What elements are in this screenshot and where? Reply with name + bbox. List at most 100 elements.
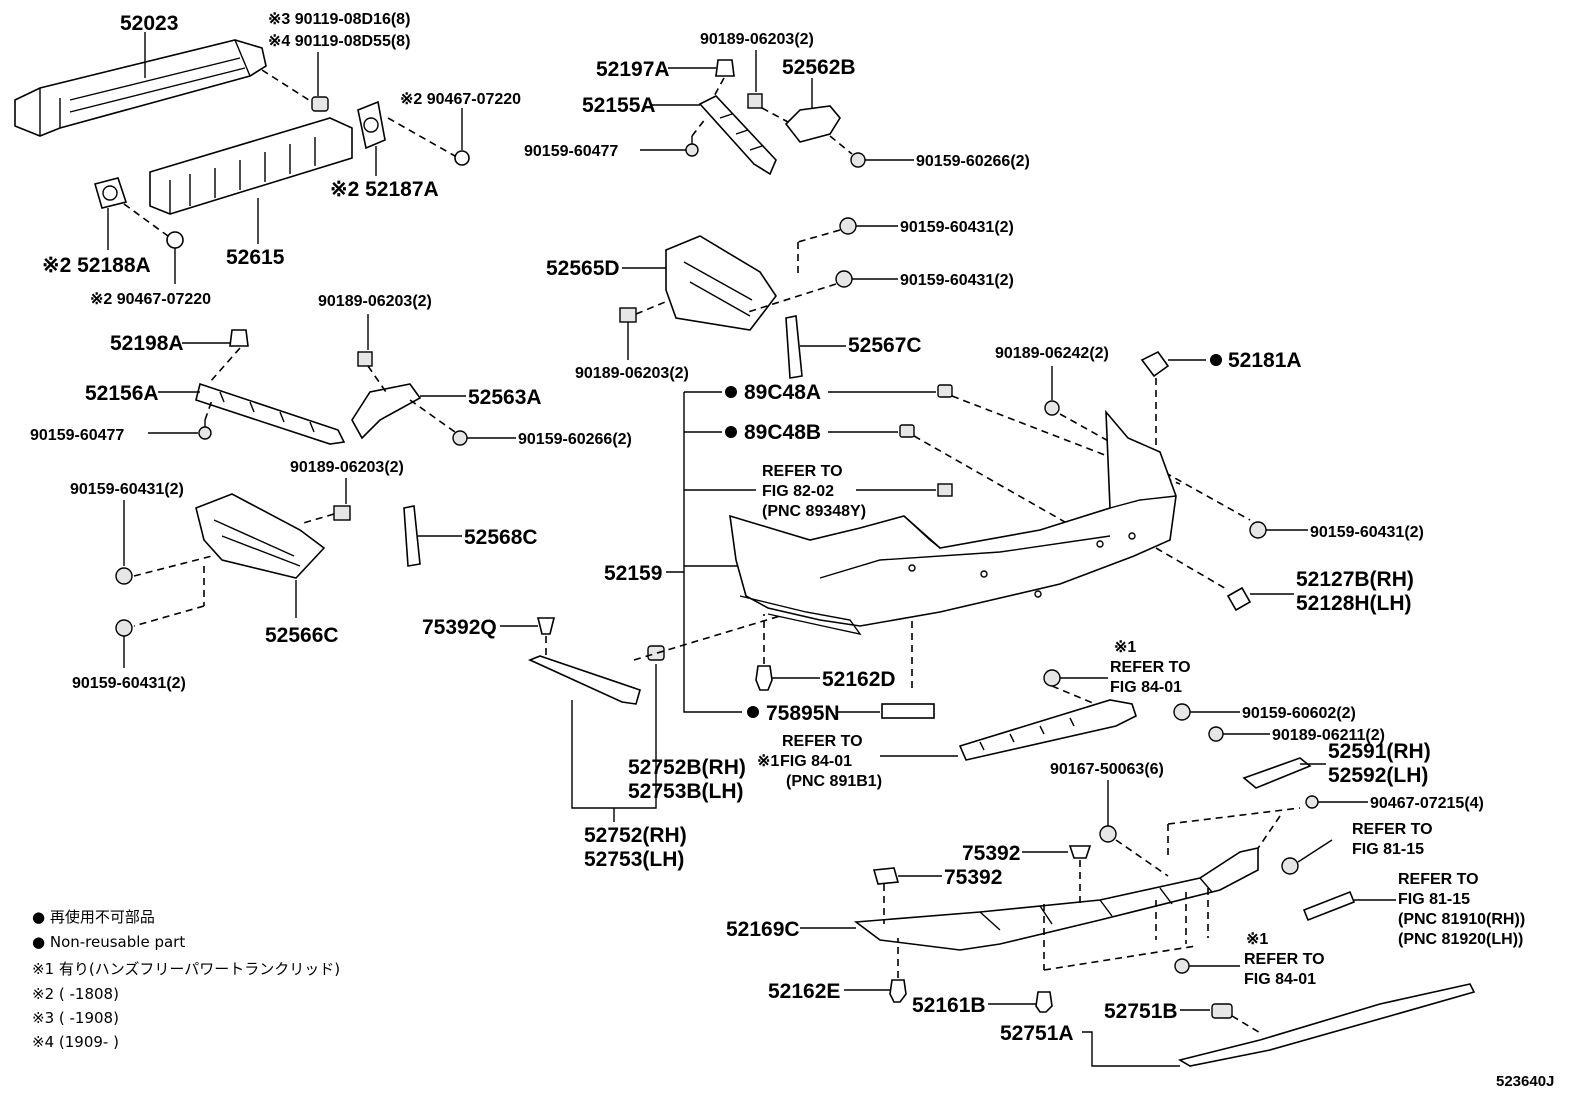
- absorber-52615[interactable]: [149, 117, 353, 215]
- clip-90467-07220-bot[interactable]: [166, 231, 184, 249]
- sensor-84-01[interactable]: [1043, 669, 1061, 687]
- clip-90189-06242[interactable]: [1044, 400, 1060, 416]
- label-90159-60477-left: 90159-60477: [30, 427, 124, 444]
- clip-90189-06203-left[interactable]: [357, 351, 373, 367]
- clip-90189-06203-left2[interactable]: [333, 505, 351, 521]
- label-90159-60602: 90159-60602(2): [1242, 705, 1356, 722]
- label-52128H: 52128H(LH): [1296, 592, 1412, 615]
- label-90189-06211: 90189-06211(2): [1272, 727, 1385, 744]
- label-refer-891B1-line2: FIG 84-01: [780, 753, 852, 770]
- lower-cover-52169C[interactable]: [853, 847, 1259, 951]
- clip-90189-06203-center[interactable]: [619, 307, 637, 323]
- label-refer-81-15-b-line1: REFER TO: [1398, 871, 1479, 888]
- bracket-52591-52592[interactable]: [1242, 757, 1312, 789]
- pad-52752B[interactable]: [647, 645, 665, 661]
- label-refer-891B1-line3: (PNC 891B1): [786, 773, 882, 790]
- clip-89C48A[interactable]: [937, 384, 953, 398]
- sensor-84-01-lower[interactable]: [1174, 958, 1190, 974]
- label-90159-60266-left: 90159-60266(2): [518, 431, 632, 448]
- label-refer-84-01-c-line2: FIG 84-01: [1244, 971, 1316, 988]
- label-90467-07215: 90467-07215(4): [1370, 795, 1484, 812]
- label-52567C: 52567C: [848, 334, 922, 357]
- label-52615: 52615: [226, 246, 285, 269]
- screw-90159-60431-left1[interactable]: [115, 567, 133, 585]
- label-refer-891B1-line1: REFER TO: [782, 733, 863, 750]
- clip-90467-07215[interactable]: [1305, 795, 1319, 809]
- reflector-81910[interactable]: [1302, 890, 1356, 922]
- label-90189-06203-left2: 90189-06203(2): [290, 459, 404, 476]
- bracket-52188A[interactable]: [94, 177, 128, 209]
- label-refer-81-15-a-line1: REFER TO: [1352, 821, 1433, 838]
- sensor-89348Y[interactable]: [937, 483, 953, 497]
- clip-52162D[interactable]: [755, 665, 773, 691]
- label-refer-82-02-line2: FIG 82-02: [762, 483, 834, 500]
- label-52591: 52591(RH): [1328, 740, 1431, 763]
- bracket-52566C[interactable]: [195, 493, 326, 579]
- label-90159-60431-center1: 90159-60431(2): [900, 219, 1014, 236]
- clip-52197A[interactable]: [715, 59, 735, 77]
- clip-75392Q[interactable]: [536, 617, 556, 635]
- label-52562B: 52562B: [782, 56, 856, 79]
- label-52566C: 52566C: [265, 624, 339, 647]
- screw-90159-60431-left2[interactable]: [115, 619, 133, 637]
- label-89C48A: 89C48A: [744, 381, 821, 404]
- screw-90159-60477-left[interactable]: [198, 420, 212, 440]
- bracket-52563A[interactable]: [351, 383, 422, 440]
- bracket-52565D[interactable]: [665, 235, 777, 331]
- sensor-81-15[interactable]: [1281, 857, 1299, 875]
- bumper-cover-52159[interactable]: [729, 409, 1177, 636]
- clip-52198A[interactable]: [229, 329, 249, 347]
- label-52751B: 52751B: [1104, 1000, 1178, 1023]
- clip-90189-06211[interactable]: [1208, 726, 1224, 742]
- retainer-52155A[interactable]: [698, 95, 777, 176]
- label-52159: 52159: [604, 562, 662, 585]
- plate-75895N[interactable]: [881, 703, 935, 719]
- label-52023: 52023: [120, 12, 178, 35]
- label-75895N: 75895N: [766, 702, 840, 725]
- label-52753B: 52753B(LH): [628, 780, 744, 803]
- screw-90167-50063[interactable]: [1099, 825, 1117, 843]
- retainer-52156A[interactable]: [195, 382, 346, 445]
- non-reusable-mark-89C48B: [725, 426, 737, 438]
- screw-90159-60431-center2[interactable]: [835, 270, 853, 288]
- clip-75392-a[interactable]: [1068, 845, 1092, 859]
- label-refer-82-02-line3: (PNC 89348Y): [762, 503, 866, 520]
- clip-90189-06203-top[interactable]: [747, 93, 763, 109]
- clip-52161B[interactable]: [1035, 991, 1053, 1013]
- clip-75392-b[interactable]: [872, 867, 900, 885]
- clip-52162E[interactable]: [889, 979, 907, 1003]
- legend-line-5: ※3 ( -1908): [32, 1009, 119, 1027]
- reflector-52752[interactable]: [527, 655, 641, 705]
- label-90159-60266-top: 90159-60266(2): [916, 153, 1030, 170]
- clip-90467-07220-top[interactable]: [454, 150, 470, 166]
- screw-90159-60477-top[interactable]: [685, 136, 699, 157]
- legend-line-1: ● 再使用不可部品: [32, 908, 155, 926]
- clip-89C48B[interactable]: [899, 424, 915, 438]
- label-52188A: ※2 52188A: [42, 254, 151, 277]
- spoiler-52751A[interactable]: [1177, 983, 1476, 1067]
- clip-90159-60602[interactable]: [1173, 703, 1191, 721]
- label-90159-60431-left2: 90159-60431(2): [72, 675, 186, 692]
- harness-891B1[interactable]: [958, 699, 1137, 761]
- label-52751A: 52751A: [1000, 1022, 1074, 1045]
- label-52169C: 52169C: [726, 918, 800, 941]
- spacer-52567C[interactable]: [785, 315, 803, 379]
- label-90167-50063: 90167-50063(6): [1050, 761, 1164, 778]
- cap-52181A[interactable]: [1140, 350, 1170, 378]
- label-90159-60431-right: 90159-60431(2): [1310, 524, 1424, 541]
- reinforcement-52023[interactable]: [14, 39, 267, 137]
- legend-line-2: ● Non-reusable part: [32, 933, 185, 951]
- label-75392-b: 75392: [944, 866, 1002, 889]
- screw-90159-60431-right[interactable]: [1249, 521, 1267, 539]
- screw-90159-60266-top[interactable]: [850, 152, 866, 168]
- screw-90159-60431-center1[interactable]: [839, 217, 857, 235]
- pad-52751B[interactable]: [1211, 1003, 1233, 1019]
- label-90467-07220-top: ※2 90467-07220: [400, 91, 521, 108]
- cap-52127B-52128H[interactable]: [1226, 586, 1252, 612]
- screw-90159-60266-left[interactable]: [452, 430, 468, 446]
- nut-90119[interactable]: [311, 96, 329, 112]
- spacer-52568C[interactable]: [403, 505, 421, 567]
- bracket-52187A[interactable]: [357, 100, 386, 150]
- bracket-52562B[interactable]: [784, 105, 841, 143]
